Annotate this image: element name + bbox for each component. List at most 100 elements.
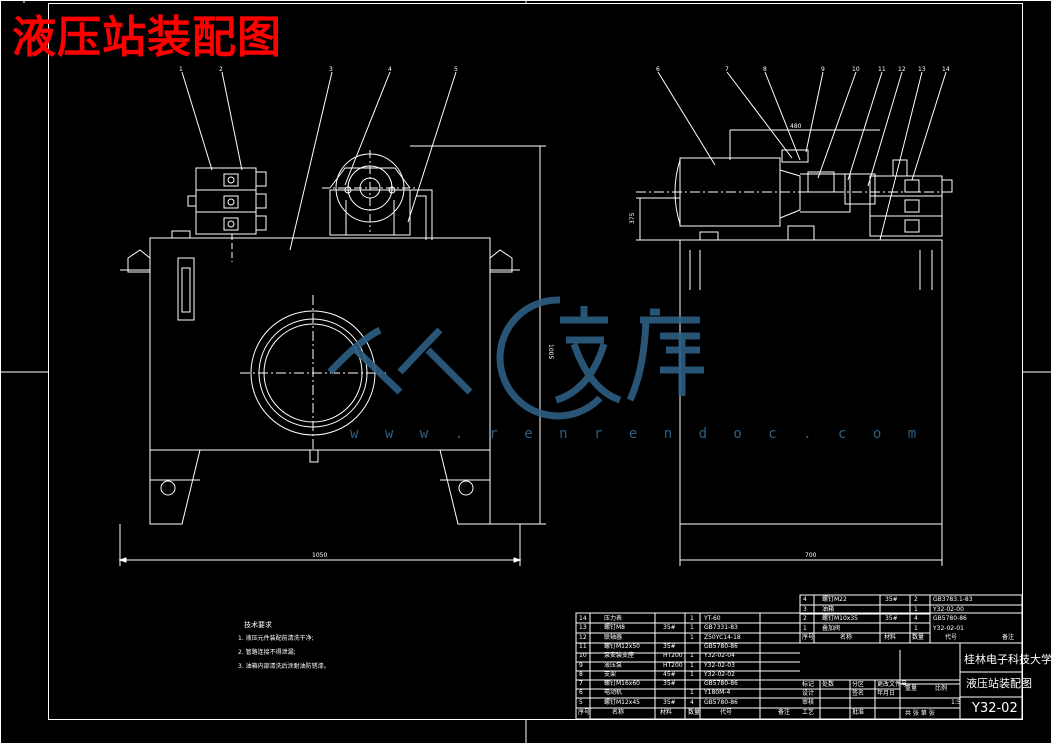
- left-leg: [149, 449, 201, 525]
- header-quantity: 数量: [688, 709, 701, 716]
- parts-cell: Y32-02-03: [704, 661, 735, 669]
- parts-upper-cell: 螺钉M10x35: [822, 615, 858, 622]
- parts-cell: 1: [690, 689, 694, 697]
- callout-1: 1: [179, 66, 183, 73]
- parts-cell: 螺钉M12x45: [604, 698, 640, 706]
- parts-cell: 6: [579, 689, 583, 697]
- header-name: 名称: [612, 709, 625, 716]
- drawing-number: Y32-02: [972, 701, 1018, 716]
- parts-upper-cell: 1: [914, 624, 918, 632]
- upper-header-index: 序号: [802, 634, 815, 641]
- parts-upper-cell: 4: [803, 596, 807, 603]
- tb-role-process: 工艺: [802, 709, 815, 716]
- parts-cell: 9: [579, 661, 583, 669]
- parts-cell: 液压泵: [604, 661, 623, 669]
- parts-upper-cell: 35#: [885, 596, 898, 603]
- callout-10: 10: [852, 66, 860, 73]
- parts-cell: 35#: [663, 624, 676, 632]
- parts-upper-cell: 叠加阀: [822, 624, 841, 632]
- tb-label-date: 年月日: [877, 690, 896, 697]
- weight-label: 重量: [905, 685, 918, 692]
- dim-front-height: 1005: [547, 344, 554, 359]
- upper-header-material: 材料: [884, 634, 897, 641]
- oil-level-gauge: [177, 257, 195, 321]
- callout-14: 14: [942, 66, 950, 73]
- tb-role-review: 审核: [802, 699, 815, 706]
- parts-cell: 13: [579, 624, 587, 632]
- parts-cell: 1: [690, 670, 694, 678]
- parts-upper-cell: 2: [914, 596, 918, 603]
- callout-7: 7: [725, 66, 729, 73]
- technical-notes: 技术要求 1. 液压元件装配前清洗干净; 2. 管路连接不得泄漏; 3. 油箱内…: [238, 618, 330, 674]
- parts-cell: GB5780-86: [704, 642, 738, 650]
- parts-cell: 5: [579, 698, 583, 706]
- callout-13: 13: [918, 66, 926, 73]
- dim-side-left: 375: [629, 212, 636, 224]
- callout-9: 9: [821, 66, 825, 73]
- upper-header-name: 名称: [840, 634, 853, 641]
- callout-12: 12: [898, 66, 906, 73]
- drawing-title: 液压站装配图: [12, 12, 282, 63]
- tank-body: [149, 237, 491, 451]
- parts-cell: 45#: [663, 670, 676, 678]
- parts-cell: 10: [579, 652, 587, 660]
- parts-cell: HT200: [663, 661, 683, 669]
- parts-cell: Y32-02-02: [704, 670, 735, 678]
- upper-header-code: 代号: [945, 634, 958, 641]
- parts-cell: Y180M-4: [704, 689, 731, 697]
- scale-label: 比例: [935, 685, 948, 692]
- parts-upper-cell: 1: [914, 605, 918, 613]
- tb-label-zone: 分区: [852, 681, 865, 688]
- tb-role-approve: 批准: [852, 709, 865, 716]
- callout-8: 8: [763, 66, 767, 73]
- parts-cell: 35#: [663, 642, 676, 650]
- parts-cell: 1: [690, 615, 694, 622]
- parts-cell: 12: [579, 633, 587, 641]
- parts-upper-cell: GB5780-86: [933, 615, 967, 622]
- header-index: 序号: [578, 709, 591, 716]
- parts-cell: 1: [690, 661, 694, 669]
- scale-value: 1:5: [951, 699, 961, 706]
- parts-cell: 1: [690, 633, 694, 641]
- parts-cell: 1: [690, 652, 694, 660]
- callout-3: 3: [329, 66, 333, 73]
- parts-upper-cell: 螺钉M22: [822, 596, 847, 603]
- parts-cell: 螺钉M16x60: [604, 680, 640, 688]
- right-leg: [439, 449, 491, 525]
- parts-cell: GB5780-86: [704, 698, 738, 706]
- dim-front-width: 1050: [312, 552, 327, 559]
- parts-upper-cell: 35#: [885, 615, 898, 622]
- tb-label-sign: 签名: [852, 690, 865, 697]
- parts-cell: 支架: [604, 670, 617, 678]
- parts-cell: YT-60: [704, 615, 721, 622]
- dim-side-top: 480: [790, 123, 802, 130]
- parts-cell: 7: [579, 680, 583, 688]
- parts-cell: Z50YC14-18: [704, 633, 741, 641]
- motor-pump-front: [322, 150, 433, 240]
- watermark-url: w w w . r e n r e n d o c . c o m: [350, 426, 926, 442]
- parts-cell: 泵安装支座: [604, 652, 635, 660]
- parts-upper-cell: 1: [803, 624, 807, 632]
- tb-label-change: 更改文件号: [877, 681, 908, 688]
- parts-cell: 螺钉M8: [604, 624, 625, 632]
- upper-header-remark: 备注: [1002, 634, 1015, 641]
- parts-cell: 11: [579, 642, 587, 650]
- parts-cell: 电动机: [604, 689, 623, 697]
- technical-note: 3. 油箱内部清洗后涂耐油防锈漆。: [238, 663, 330, 670]
- technical-note: 2. 管路连接不得泄漏;: [238, 649, 296, 656]
- valve-stack: [187, 167, 267, 262]
- parts-cell: 螺钉M12x50: [604, 642, 640, 650]
- parts-cell: 8: [579, 670, 583, 678]
- parts-upper-cell: GB3783.1-83: [933, 596, 973, 603]
- callout-2: 2: [219, 66, 223, 73]
- parts-cell: 35#: [663, 698, 676, 706]
- parts-cell: GB7331-83: [704, 624, 738, 632]
- callout-6: 6: [656, 66, 660, 73]
- front-view: [118, 71, 546, 566]
- header-material: 材料: [660, 709, 673, 716]
- parts-cell: GB5780-86: [704, 680, 738, 688]
- parts-cell: 35#: [663, 680, 676, 688]
- parts-cell: 4: [690, 698, 694, 706]
